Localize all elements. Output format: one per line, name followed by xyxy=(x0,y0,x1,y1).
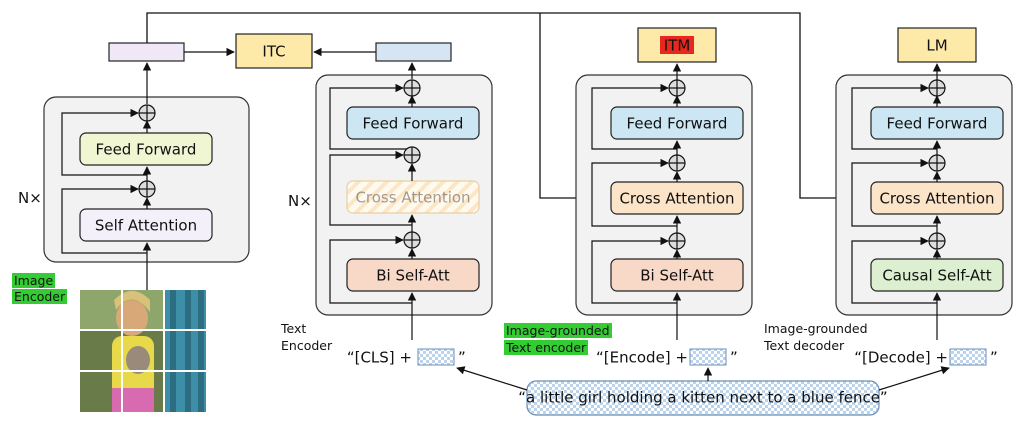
add-node xyxy=(668,79,686,97)
grounded-decoder-input-suffix: ” xyxy=(990,349,998,367)
token-placeholder xyxy=(417,348,455,366)
image-grounded-text-encoder: ITM Bi Self-Att Cross Attention Feed For… xyxy=(575,27,753,367)
feed-forward-label: Feed Forward xyxy=(887,115,988,133)
image-grounded-text-decoder: LM Causal Self-Att Cross Attention Feed … xyxy=(763,27,1013,367)
itc-box xyxy=(235,33,313,69)
itc-loss: ITC xyxy=(184,33,376,69)
itm-label: ITM xyxy=(664,37,691,55)
self-attention-label: Self Attention xyxy=(95,217,197,235)
add-node xyxy=(403,79,421,97)
text-encoder: Bi Self-Att Cross Attention Feed Forward… xyxy=(280,42,493,367)
add-node xyxy=(138,180,156,198)
text-embedding-bar xyxy=(375,42,452,62)
text-encoder-input-suffix: ” xyxy=(458,349,466,367)
add-node xyxy=(928,232,946,250)
cross-attention-box-disabled xyxy=(346,180,480,214)
cross-attention-label: Cross Attention xyxy=(619,190,734,208)
grounded-encoder-label-line1: Image-grounded xyxy=(504,323,612,338)
grounded-encoder-input-prefix: “[Encode] + xyxy=(596,349,688,367)
grounded-decoder-label-line2: Text decoder xyxy=(763,338,845,353)
caption-input: “a little girl holding a kitten next to … xyxy=(456,366,950,416)
add-node xyxy=(928,79,946,97)
token-placeholder xyxy=(689,348,727,366)
bi-self-att-box xyxy=(346,258,480,292)
cross-attention-label: Cross Attention xyxy=(879,190,994,208)
lm-label: LM xyxy=(926,37,947,55)
lm-box xyxy=(897,27,977,63)
itm-highlight xyxy=(660,36,694,54)
bi-self-att-label: Bi Self-Att xyxy=(640,267,714,285)
add-node xyxy=(668,232,686,250)
bi-self-att-label: Bi Self-Att xyxy=(376,267,450,285)
grounded-encoder-input-suffix: ” xyxy=(730,349,738,367)
text-encoder-input-prefix: “[CLS] + xyxy=(347,349,412,367)
add-node xyxy=(403,146,421,164)
repeat-label: N× xyxy=(18,189,42,207)
image-encoder: Self Attention Feed Forward N× xyxy=(18,42,250,290)
image-encoder-label-line2: Encoder xyxy=(12,289,68,304)
grounded-decoder-input-prefix: “[Decode] + xyxy=(854,349,948,367)
feed-forward-label: Feed Forward xyxy=(96,141,197,159)
grounded-encoder-label-line2: Text encoder xyxy=(504,340,589,355)
feed-forward-label: Feed Forward xyxy=(363,115,464,133)
add-node xyxy=(138,104,156,122)
input-image xyxy=(80,290,206,412)
grounded-decoder-label-line1: Image-grounded xyxy=(764,321,868,336)
feed-forward-box xyxy=(346,106,480,140)
image-embedding-bar xyxy=(108,42,185,62)
repeat-label: N× xyxy=(288,192,312,210)
token-placeholder xyxy=(949,348,987,366)
itc-label: ITC xyxy=(262,43,285,61)
image-encoder-label-line1: Image xyxy=(12,273,56,288)
add-node xyxy=(403,231,421,249)
caption-text: “a little girl holding a kitten next to … xyxy=(518,389,887,407)
cross-attention-label: Cross Attention xyxy=(355,189,470,207)
self-attention-box xyxy=(79,208,213,242)
add-node xyxy=(928,154,946,172)
text-encoder-label-line2: Encoder xyxy=(281,338,333,353)
text-encoder-label-line1: Text xyxy=(280,321,306,336)
feed-forward-box xyxy=(79,132,213,166)
feed-forward-label: Feed Forward xyxy=(627,115,728,133)
causal-self-att-label: Causal Self-Att xyxy=(882,267,991,285)
add-node xyxy=(668,154,686,172)
caption-box xyxy=(526,380,880,416)
